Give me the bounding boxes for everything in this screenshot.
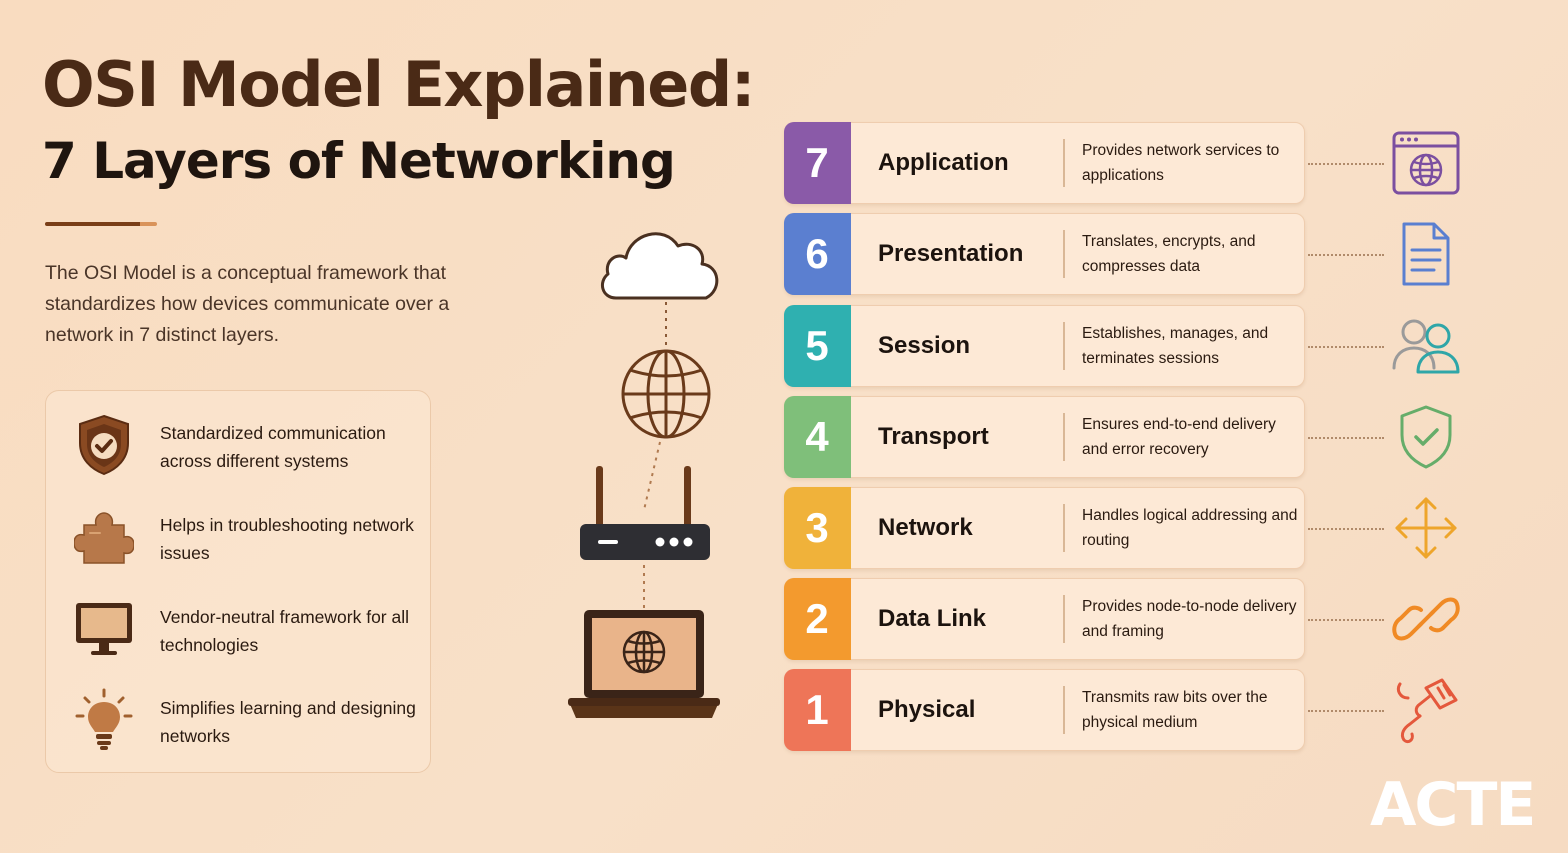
layer-description: Establishes, manages, and terminates ses…: [1082, 325, 1269, 367]
shield-check-icon: [1386, 399, 1466, 475]
layer-number: 1: [783, 668, 851, 751]
layer-name: Network: [878, 514, 973, 541]
layer-card-6: 6 Presentation Translates, encrypts, and…: [783, 212, 1305, 295]
layer-card-3: 3 Network Handles logical addressing and…: [783, 486, 1305, 569]
title-underline: [45, 222, 157, 226]
layer-card-7: 7 Application Provides network services …: [783, 121, 1305, 204]
layer-name: Data Link: [878, 605, 987, 632]
benefit-item: Standardized communication across differ…: [46, 413, 430, 483]
benefit-item: Helps in troubleshooting network issues: [46, 505, 430, 575]
laptop-icon: [568, 610, 720, 718]
network-diagram: [560, 210, 750, 730]
benefits-panel: Standardized communication across differ…: [45, 390, 431, 773]
layer-name: Application: [878, 149, 1009, 176]
page-subtitle: 7 Layers of Networking: [42, 132, 676, 190]
benefit-text: Helps in troubleshooting network issues: [160, 515, 414, 563]
benefit-item: Simplifies learning and designing networ…: [46, 688, 430, 758]
divider: [1063, 686, 1065, 734]
layer-card-2: 2 Data Link Provides node-to-node delive…: [783, 577, 1305, 660]
layer-number: 5: [783, 304, 851, 387]
connector-line: [1308, 346, 1384, 348]
layer-number: 7: [783, 121, 851, 204]
layer-number: 6: [783, 212, 851, 295]
cloud-icon: [600, 232, 719, 300]
layer-description: Translates, encrypts, and compresses dat…: [1082, 233, 1256, 275]
layer-name: Transport: [878, 423, 989, 450]
lightbulb-icon: [72, 688, 136, 752]
puzzle-piece-icon: [72, 505, 136, 569]
layer-description: Handles logical addressing and routing: [1082, 507, 1298, 549]
layer-number: 3: [783, 486, 851, 569]
document-icon: [1386, 216, 1466, 292]
layer-number: 2: [783, 577, 851, 660]
layer-description: Provides node-to-node delivery and frami…: [1082, 598, 1297, 640]
layer-name: Presentation: [878, 240, 1024, 267]
layer-description: Ensures end-to-end delivery and error re…: [1082, 416, 1276, 458]
link-icon: [1386, 581, 1466, 657]
divider: [1063, 413, 1065, 461]
brand-logo: ACTE: [1370, 770, 1536, 840]
benefit-text: Simplifies learning and designing networ…: [160, 698, 416, 746]
benefit-text: Vendor-neutral framework for all technol…: [160, 607, 409, 655]
connector-line: [1308, 437, 1384, 439]
layer-card-4: 4 Transport Ensures end-to-end delivery …: [783, 395, 1305, 478]
benefit-text: Standardized communication across differ…: [160, 423, 386, 471]
layer-description: Provides network services to application…: [1082, 142, 1280, 184]
connector-line: [1308, 528, 1384, 530]
connector-line: [1308, 163, 1384, 165]
divider: [1063, 230, 1065, 278]
layer-card-5: 5 Session Establishes, manages, and term…: [783, 304, 1305, 387]
divider: [1063, 139, 1065, 187]
connector-line: [1308, 710, 1384, 712]
layer-number: 4: [783, 395, 851, 478]
ethernet-cable-icon: [1386, 672, 1466, 748]
benefit-item: Vendor-neutral framework for all technol…: [46, 597, 430, 667]
layer-name: Physical: [878, 696, 976, 723]
divider: [1063, 595, 1065, 643]
intro-text: The OSI Model is a conceptual framework …: [45, 262, 450, 346]
move-arrows-icon: [1386, 490, 1466, 566]
users-icon: [1386, 308, 1466, 384]
globe-icon: [621, 349, 711, 439]
router-icon: [580, 466, 710, 560]
layer-card-1: 1 Physical Transmits raw bits over the p…: [783, 668, 1305, 751]
browser-window-icon: [1386, 125, 1466, 201]
divider: [1063, 322, 1065, 370]
connector-line: [1308, 254, 1384, 256]
monitor-icon: [72, 597, 136, 661]
divider: [1063, 504, 1065, 552]
shield-check-icon: [72, 413, 136, 477]
connector-line: [1308, 619, 1384, 621]
layer-name: Session: [878, 332, 971, 359]
page-title: OSI Model Explained:: [42, 48, 756, 121]
layer-description: Transmits raw bits over the physical med…: [1082, 689, 1268, 731]
